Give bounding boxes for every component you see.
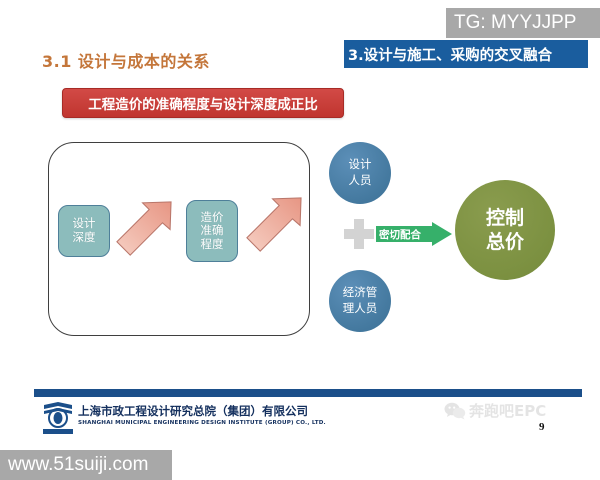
site-url-watermark: www.51suiji.com xyxy=(0,450,172,480)
right-arrow-icon xyxy=(376,222,452,246)
connector-arrow: 密切配合 xyxy=(376,222,452,246)
wechat-account-name: 奔跑吧EPC xyxy=(469,402,547,420)
result-circle-line2: 总价 xyxy=(485,231,524,253)
wechat-account-watermark: 奔跑吧EPC xyxy=(444,400,546,421)
up-right-arrow-icon xyxy=(246,197,302,252)
flow-box-cost-accuracy: 造价 准确 程度 xyxy=(186,200,238,262)
footer-divider xyxy=(34,389,582,397)
role-circle-designer-line1: 设计 xyxy=(348,157,372,172)
result-circle-line1: 控制 xyxy=(485,206,524,229)
plus-icon xyxy=(344,219,374,249)
flow-box-cost-accuracy-line1: 造价 xyxy=(200,209,224,224)
footer-company-name-cn: 上海市政工程设计研究总院（集团）有限公司 xyxy=(78,404,308,418)
page-title: 3.1 设计与成本的关系 xyxy=(42,52,210,71)
footer-company-name-en: SHANGHAI MUNICIPAL ENGINEERING DESIGN IN… xyxy=(78,420,326,426)
headline-banner: 工程造价的准确程度与设计深度成正比 xyxy=(62,88,344,118)
connector-arrow-label: 密切配合 xyxy=(379,228,421,241)
flow-box-design-depth-line2: 深度 xyxy=(72,230,96,244)
role-circle-economic-manager: 经济管 理人员 xyxy=(329,270,391,332)
up-right-arrow-icon xyxy=(116,201,172,256)
role-circle-economic-manager-line2: 理人员 xyxy=(342,301,378,315)
chapter-banner: 3.设计与施工、采购的交叉融合 xyxy=(344,40,588,68)
flow-box-design-depth-line1: 设计 xyxy=(72,216,96,231)
role-circle-designer-line2: 人员 xyxy=(348,173,372,187)
flow-box-cost-accuracy-line2: 准确 xyxy=(200,223,224,238)
flow-box-cost-accuracy-line3: 程度 xyxy=(200,236,224,251)
page-number: 9 xyxy=(539,421,545,433)
result-circle-control-total-price: 控制 总价 xyxy=(455,180,555,280)
flow-box-design-depth: 设计 深度 xyxy=(58,205,110,257)
role-circle-designer: 设计 人员 xyxy=(329,142,391,204)
telegram-watermark: TG: MYYJJPP xyxy=(446,8,600,38)
smedi-logo-icon xyxy=(42,402,74,434)
wechat-icon xyxy=(444,402,466,419)
role-circle-economic-manager-line1: 经济管 xyxy=(342,285,378,300)
